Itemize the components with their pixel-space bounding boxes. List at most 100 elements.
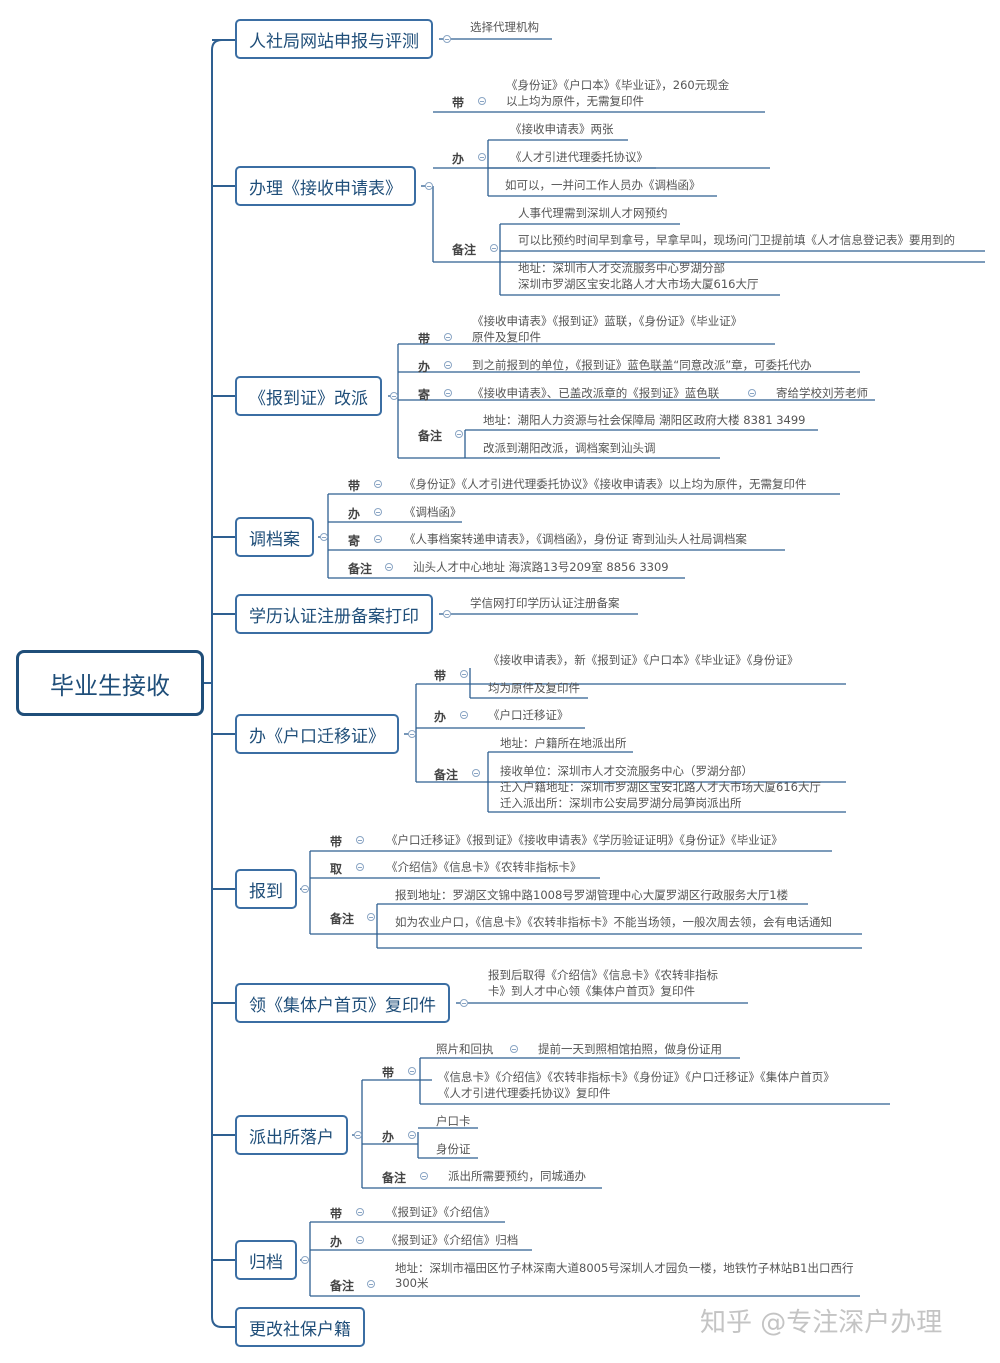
branch-migration-cert[interactable]: 办《户口迁移证》 — [235, 714, 399, 754]
key-ban: 办 — [452, 152, 465, 166]
collapse-icon[interactable] — [444, 361, 452, 369]
key-ji: 寄 — [348, 534, 361, 548]
leaf-text: 《身份证》《人才引进代理委托协议》《接收申请表》以上均为原件，无需复印件 — [404, 477, 807, 491]
leaf-text: 地址：深圳市福田区竹子林深南大道8005号深圳人才园负一楼，地铁竹子林站B1出口… — [395, 1261, 854, 1290]
branch-website-apply[interactable]: 人社局网站申报与评测 — [235, 19, 433, 59]
leaf-text: 原件及复印件 — [472, 330, 541, 344]
collapse-icon[interactable] — [490, 244, 498, 252]
collapse-icon[interactable] — [374, 480, 382, 488]
leaf-text: 改派到潮阳改派，调档案到汕头调 — [483, 441, 656, 455]
key-dai: 带 — [452, 96, 465, 110]
branch-file-archive[interactable]: 归档 — [235, 1240, 297, 1280]
leaf-text: 如为农业户口，《信息卡》《农转非指标卡》不能当场领，一般次周去领，会有电话通知 — [395, 915, 832, 929]
trunk-line — [204, 39, 223, 1328]
key-beizhu: 备注 — [382, 1171, 407, 1185]
collapse-icon[interactable] — [443, 610, 451, 618]
collapse-icon[interactable] — [301, 885, 309, 893]
collapse-icon[interactable] — [460, 670, 468, 678]
collapse-icon[interactable] — [356, 1208, 364, 1216]
collapse-icon[interactable] — [478, 153, 486, 161]
leaf-text: 身份证 — [436, 1142, 471, 1156]
leaf-text: 地址：潮阳人力资源与社会保障局 潮阳区政府大楼 8381 3499 — [483, 413, 806, 427]
collapse-icon[interactable] — [301, 1256, 309, 1264]
leaf-text: 接收单位：深圳市人才交流服务中心（罗湖分部） — [500, 764, 753, 778]
leaf-text: 派出所需要预约，同城通办 — [448, 1169, 586, 1183]
leaf-text: 《人才引进代理委托协议》 — [510, 150, 648, 164]
branch-social-security[interactable]: 更改社保户籍 — [235, 1307, 365, 1347]
key-beizhu: 备注 — [434, 768, 459, 782]
key-ban: 办 — [330, 1235, 343, 1249]
leaf-text: 迁入派出所：深圳市公安局罗湖分局笋岗派出所 — [500, 796, 742, 810]
leaf-text: 《信息卡》《介绍信》《农转非指标卡》《身份证》《户口迁移证》《集体户首页》 — [438, 1070, 835, 1084]
leaf-text: 报到后取得《介绍信》《信息卡》《农转非指标 — [488, 968, 718, 982]
key-qu: 取 — [330, 862, 343, 876]
branch-collective-household[interactable]: 领《集体户首页》复印件 — [235, 983, 450, 1023]
collapse-icon[interactable] — [356, 863, 364, 871]
leaf-text: 地址：户籍所在地派出所 — [500, 736, 627, 750]
leaf-text: 寄给学校刘芳老师 — [776, 386, 868, 400]
collapse-icon[interactable] — [460, 711, 468, 719]
collapse-icon[interactable] — [390, 392, 398, 400]
branch-reassignment[interactable]: 《报到证》改派 — [235, 376, 382, 416]
collapse-icon[interactable] — [367, 913, 375, 921]
branch-application-form[interactable]: 办理《接收申请表》 — [235, 166, 416, 206]
leaf-text: 《人才引进代理委托协议》复印件 — [438, 1086, 611, 1100]
collapse-icon[interactable] — [425, 182, 433, 190]
leaf-text: 《身份证》《户口本》《毕业证》，260元现金 — [506, 78, 730, 92]
leaf-text: 汕头人才中心地址 海滨路13号209室 8856 3309 — [413, 560, 669, 574]
key-ban: 办 — [348, 507, 361, 521]
root-node[interactable]: 毕业生接收 — [16, 650, 204, 716]
collapse-icon[interactable] — [374, 508, 382, 516]
collapse-icon[interactable] — [356, 836, 364, 844]
collapse-icon[interactable] — [472, 769, 480, 777]
leaf-text: 《户口迁移证》 — [488, 708, 569, 722]
leaf-text: 地址：深圳市人才交流服务中心罗湖分部 — [518, 261, 725, 275]
key-dai: 带 — [434, 669, 447, 683]
leaf-text: 《人事档案转递申请表》，《调档函》，身份证 寄到汕头人社局调档案 — [404, 532, 747, 546]
collapse-icon[interactable] — [367, 1280, 375, 1288]
key-dai: 带 — [330, 1207, 343, 1221]
branch-report[interactable]: 报到 — [235, 869, 297, 909]
collapse-icon[interactable] — [374, 535, 382, 543]
collapse-icon[interactable] — [444, 333, 452, 341]
collapse-icon[interactable] — [420, 1172, 428, 1180]
key-beizhu: 备注 — [418, 429, 443, 443]
collapse-icon[interactable] — [455, 430, 463, 438]
collapse-icon[interactable] — [408, 1067, 416, 1075]
collapse-icon[interactable] — [408, 730, 416, 738]
collapse-icon[interactable] — [385, 563, 393, 571]
key-ji: 寄 — [418, 388, 431, 402]
key-ban: 办 — [418, 360, 431, 374]
collapse-icon[interactable] — [460, 999, 468, 1007]
key-beizhu: 备注 — [330, 912, 355, 926]
key-dai: 带 — [330, 835, 343, 849]
leaf-text: 如可以，一并问工作人员办《调档函》 — [505, 178, 701, 192]
key-beizhu: 备注 — [452, 243, 477, 257]
collapse-icon[interactable] — [356, 1236, 364, 1244]
collapse-icon[interactable] — [478, 97, 486, 105]
collapse-icon[interactable] — [408, 1131, 416, 1139]
collapse-icon[interactable] — [443, 35, 451, 43]
leaf-text: 照片和回执 — [436, 1042, 494, 1056]
key-dai: 带 — [382, 1066, 395, 1080]
branch-police-registration[interactable]: 派出所落户 — [235, 1115, 348, 1155]
branch-archive-transfer[interactable]: 调档案 — [235, 517, 314, 557]
leaf-text: 《接收申请表》，新《报到证》《户口本》《毕业证》《身份证》 — [488, 653, 799, 667]
leaf-text: 到之前报到的单位，《报到证》蓝色联盖“同意改派”章，可委托代办 — [472, 358, 812, 372]
leaf-text: 人事代理需到深圳人才网预约 — [518, 206, 668, 220]
leaf-text: 《接收申请表》两张 — [510, 122, 614, 136]
key-dai: 带 — [418, 332, 431, 346]
watermark: 知乎 @专注深户办理 — [700, 1308, 943, 1338]
collapse-icon[interactable] — [354, 1131, 362, 1139]
key-dai: 带 — [348, 479, 361, 493]
collapse-icon[interactable] — [748, 389, 756, 397]
leaf-text: 《接收申请表》《报到证》蓝联，《身份证》《毕业证》 — [472, 314, 743, 328]
collapse-icon[interactable] — [510, 1045, 518, 1053]
leaf-text: 《报到证》《介绍信》 — [386, 1205, 496, 1219]
key-ban: 办 — [434, 710, 447, 724]
leaf-text: 户口卡 — [436, 1114, 471, 1128]
collapse-icon[interactable] — [444, 389, 452, 397]
collapse-icon[interactable] — [320, 533, 328, 541]
branch-degree-cert[interactable]: 学历认证注册备案打印 — [235, 594, 433, 634]
